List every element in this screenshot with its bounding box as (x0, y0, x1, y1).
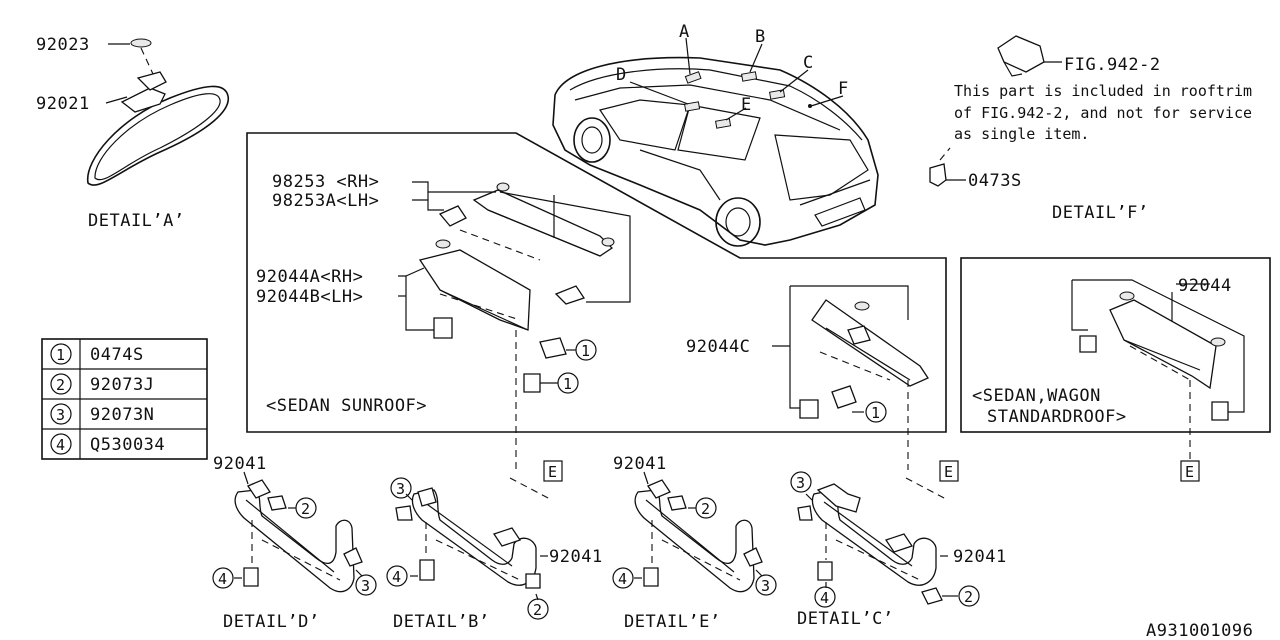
part-92023-label: 92023 (36, 35, 90, 55)
sunroof-brackets (398, 181, 631, 470)
detail-a-caption: DETAIL’A’ (88, 211, 185, 231)
vehicle-outline (552, 37, 879, 247)
callout-3-detail-c: 3 (790, 471, 812, 493)
mirror-assembly (87, 38, 229, 186)
fig942-reference: FIG.942-2 (1064, 55, 1161, 75)
legend-num: 4 (56, 436, 65, 454)
legend-row: 4 Q530034 (50, 433, 165, 455)
svg-text:1: 1 (871, 404, 880, 422)
legend-num: 1 (56, 346, 65, 364)
part-92021-label: 92021 (36, 94, 90, 114)
legend-row: 1 0474S (50, 343, 144, 365)
standard-roof-panel (960, 257, 1271, 433)
svg-text:E: E (1185, 463, 1194, 481)
grip-handle-detail-e (634, 471, 763, 593)
svg-text:3: 3 (361, 577, 370, 595)
detail-b-caption: DETAIL’B’ (393, 612, 490, 632)
callout-4-detail-e: 4 (612, 567, 634, 589)
drawing-id: A931001096 (1146, 621, 1253, 640)
legend-part: Q530034 (90, 435, 165, 455)
legend-row: 3 92073N (50, 403, 154, 425)
svg-text:1: 1 (581, 342, 590, 360)
standard-roof-caption-1: <SEDAN,WAGON (972, 386, 1101, 406)
detail-c-caption: DETAIL’C’ (797, 609, 894, 629)
svg-text:3: 3 (396, 480, 405, 498)
part-92041-label-e: 92041 (613, 454, 667, 474)
svg-text:4: 4 (820, 589, 829, 607)
part-92041-label-c: 92041 (953, 547, 1007, 567)
part-92041-label-d: 92041 (213, 454, 267, 474)
svg-text:3: 3 (796, 474, 805, 492)
svg-text:2: 2 (533, 601, 542, 619)
grip-handle-detail-d (234, 471, 363, 593)
part-92044b-lh-label: 92044B<LH> (256, 287, 363, 307)
sedan-sunroof-caption: <SEDAN SUNROOF> (266, 396, 427, 416)
svg-text:4: 4 (618, 570, 627, 588)
standard-roof-caption-2: STANDARDROOF> (987, 407, 1127, 427)
roof-clip-detail-f (929, 35, 1062, 187)
callout-2-detail-b: 2 (527, 598, 549, 620)
note-line-3: as single item. (954, 125, 1089, 143)
bracket-92044 (1071, 279, 1245, 460)
detail-d-caption: DETAIL’D’ (223, 612, 320, 632)
part-92044a-rh-label: 92044A<RH> (256, 267, 363, 287)
legend-part: 0474S (90, 345, 144, 365)
callout-2-detail-e: 2 (695, 497, 717, 519)
grip-handle-detail-b (395, 487, 548, 601)
car-marker-a: A (679, 22, 690, 42)
svg-text:1: 1 (563, 375, 572, 393)
car-marker-b: B (755, 27, 766, 47)
svg-text:4: 4 (218, 570, 227, 588)
callout-3-detail-d: 3 (355, 574, 377, 596)
part-92044c-label: 92044C (686, 337, 750, 357)
note-line-1: This part is included in rooftrim (954, 82, 1252, 100)
part-92041-label-b: 92041 (549, 547, 603, 567)
svg-text:E: E (548, 463, 557, 481)
callout-3-detail-e: 3 (755, 574, 777, 596)
callout-3-detail-b: 3 (390, 477, 412, 499)
svg-text:2: 2 (301, 500, 310, 518)
part-98253-rh-label: 98253 <RH> (272, 172, 379, 192)
car-marker-e: E (741, 95, 752, 115)
car-marker-c: C (803, 53, 814, 73)
callout-1-sunroof-b: 1 (557, 372, 579, 394)
car-marker-f: F (838, 79, 849, 99)
legend-num: 3 (56, 406, 65, 424)
callout-1-sunroof-a: 1 (575, 339, 597, 361)
callout-4-detail-b: 4 (386, 565, 408, 587)
legend-num: 2 (56, 376, 65, 394)
svg-text:2: 2 (701, 500, 710, 518)
legend-part: 92073J (90, 375, 154, 395)
car-marker-d: D (616, 65, 627, 85)
svg-text:E: E (944, 463, 953, 481)
legend-row: 2 92073J (50, 373, 154, 395)
part-98253a-lh-label: 98253A<LH> (272, 191, 379, 211)
svg-text:2: 2 (964, 588, 973, 606)
e-marker-box: E (509, 460, 563, 501)
callout-2-detail-d: 2 (295, 497, 317, 519)
bracket-92044c: 1 (772, 285, 929, 470)
detail-e-caption: DETAIL’E’ (624, 612, 721, 632)
sedan-sunroof-panel (246, 132, 947, 433)
legend-part: 92073N (90, 405, 154, 425)
e-marker-box: E (1180, 460, 1200, 482)
detail-f-caption: DETAIL’F’ (1052, 203, 1149, 223)
e-marker-box: E (905, 460, 959, 501)
legend-table: 1 0474S 2 92073J 3 92073N 4 Q530034 (41, 338, 208, 460)
svg-text:4: 4 (392, 568, 401, 586)
part-0473s-label: 0473S (968, 171, 1022, 191)
grip-handle-detail-c (797, 483, 958, 605)
note-line-2: of FIG.942-2, and not for service (954, 104, 1252, 122)
svg-text:3: 3 (761, 577, 770, 595)
callout-2-detail-c: 2 (958, 585, 980, 607)
part-92044-label: 92044 (1178, 276, 1232, 296)
callout-4-detail-d: 4 (212, 567, 234, 589)
callout-4-detail-c: 4 (814, 586, 836, 608)
